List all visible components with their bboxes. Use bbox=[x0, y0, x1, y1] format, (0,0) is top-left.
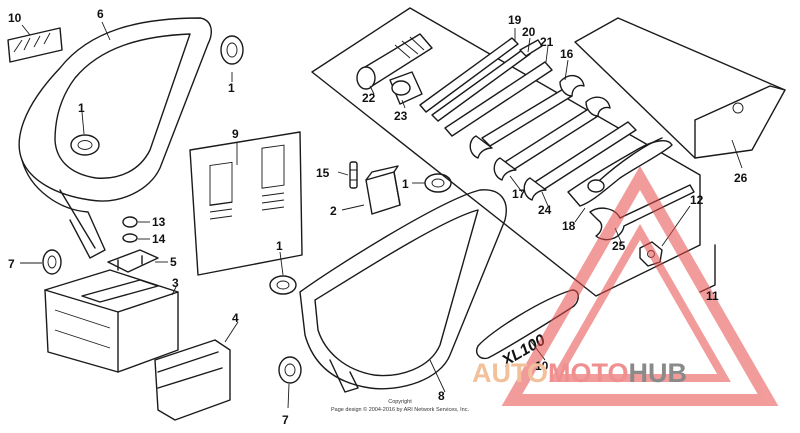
label-19: 19 bbox=[508, 13, 522, 27]
wrench-17 bbox=[493, 96, 611, 181]
leader-lines bbox=[20, 21, 743, 409]
screwdriver-handle-21 bbox=[444, 61, 553, 137]
grommet-7a bbox=[42, 249, 62, 275]
copyright-line-1: Copyright bbox=[388, 399, 412, 405]
label-24: 24 bbox=[538, 203, 552, 217]
nut-13 bbox=[122, 216, 138, 228]
label-1d: 1 bbox=[402, 177, 409, 191]
grommet-1d bbox=[424, 173, 452, 193]
grommet-7b bbox=[278, 356, 302, 384]
wrench-16 bbox=[469, 75, 585, 159]
label-20: 20 bbox=[522, 25, 536, 39]
label-9: 9 bbox=[232, 127, 239, 141]
label-21: 21 bbox=[540, 35, 554, 49]
socket-23 bbox=[389, 71, 423, 105]
left-side-cover-6 bbox=[18, 17, 212, 259]
screwdriver-20 bbox=[431, 39, 543, 122]
copyright-notice: Copyright Page design © 2004-2016 by ARI… bbox=[331, 399, 469, 413]
grommet-1b bbox=[220, 35, 244, 65]
label-7b: 7 bbox=[282, 413, 289, 427]
fuse-holder-2 bbox=[365, 165, 401, 215]
label-2: 2 bbox=[330, 204, 337, 218]
label-6: 6 bbox=[97, 7, 104, 21]
copyright-line-2: Page design © 2004-2016 by ARI Network S… bbox=[331, 406, 469, 413]
label-17: 17 bbox=[512, 187, 526, 201]
label-4: 4 bbox=[232, 311, 239, 325]
label-22: 22 bbox=[362, 91, 376, 105]
label-18: 18 bbox=[562, 219, 576, 233]
label-5: 5 bbox=[170, 255, 177, 269]
grommet-1c bbox=[269, 275, 297, 295]
pliers-18 bbox=[567, 137, 673, 207]
label-13: 13 bbox=[152, 215, 166, 229]
wrench-24 bbox=[523, 121, 637, 201]
watermark-moto: MOTO bbox=[548, 358, 629, 388]
watermark-triangle bbox=[501, 165, 779, 406]
fuse-15 bbox=[349, 161, 358, 189]
grommet-1a bbox=[70, 134, 100, 156]
bracket-5 bbox=[107, 249, 159, 273]
label-26: 26 bbox=[734, 171, 748, 185]
label-8: 8 bbox=[438, 389, 445, 403]
watermark-hub: HUB bbox=[629, 358, 688, 388]
washer-14 bbox=[122, 233, 138, 243]
label-1c: 1 bbox=[276, 239, 283, 253]
label-sheet-9 bbox=[189, 131, 303, 276]
label-10b: 10 bbox=[535, 359, 549, 373]
watermark-text: AUTOMOTOHUB bbox=[472, 358, 687, 388]
label-10a: 10 bbox=[8, 11, 22, 25]
label-1a: 1 bbox=[78, 101, 85, 115]
watermark-auto: AUTO bbox=[472, 358, 548, 388]
tool-bag-26 bbox=[574, 17, 786, 159]
label-15: 15 bbox=[316, 166, 330, 180]
label-1b: 1 bbox=[228, 81, 235, 95]
label-16: 16 bbox=[560, 47, 574, 61]
right-side-cover-8 bbox=[299, 189, 507, 393]
label-11: 11 bbox=[706, 289, 719, 303]
emblem-strip-10 bbox=[7, 27, 63, 63]
battery-box-3 bbox=[44, 269, 179, 373]
label-7a: 7 bbox=[8, 257, 15, 271]
label-14: 14 bbox=[152, 232, 166, 246]
box-wrench-22 bbox=[356, 33, 433, 90]
watermark-brand: AUTOMOTOHUB bbox=[472, 358, 687, 388]
label-25: 25 bbox=[612, 239, 626, 253]
label-12: 12 bbox=[690, 193, 704, 207]
cover-pad-4 bbox=[154, 339, 231, 421]
tommy-bar-19 bbox=[419, 37, 519, 113]
part-number-labels: 10 6 1 1 9 13 14 5 7 3 4 1 15 2 1 7 8 10… bbox=[8, 7, 748, 427]
label-23: 23 bbox=[394, 109, 408, 123]
label-3: 3 bbox=[172, 276, 179, 290]
